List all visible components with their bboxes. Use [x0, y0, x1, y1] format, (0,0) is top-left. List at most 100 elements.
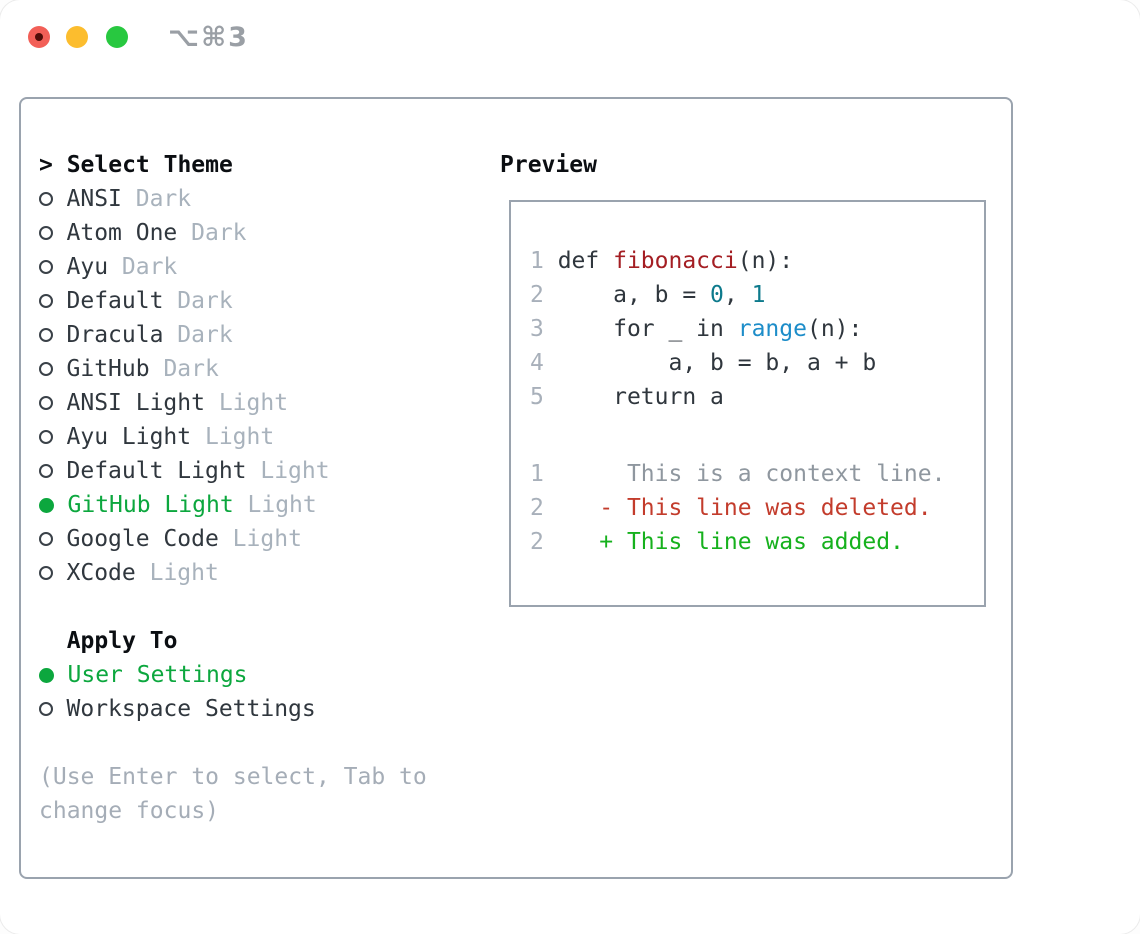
radio-icon: [39, 532, 53, 546]
select-theme-header: >Select Theme: [39, 148, 479, 182]
radio-icon: [39, 226, 53, 240]
apply-option-label: User Settings: [67, 662, 248, 688]
theme-name: Ayu Light: [66, 424, 192, 450]
theme-variant: Light: [135, 560, 219, 586]
theme-label: Atom One Dark: [67, 220, 247, 246]
zoom-button[interactable]: [106, 26, 128, 48]
theme-label: XCode Light: [67, 560, 219, 586]
theme-item-ansi[interactable]: ANSI Dark: [39, 182, 479, 216]
theme-name: Dracula: [66, 322, 164, 348]
theme-name: GitHub: [66, 356, 150, 382]
spacer: [511, 414, 984, 457]
theme-variant: Light: [204, 390, 289, 416]
theme-label: Ayu Dark: [67, 254, 178, 280]
code-segment-plain: return a: [557, 384, 724, 410]
diff-line: 2 - This line was deleted.: [511, 491, 984, 525]
theme-variant: Dark: [149, 356, 219, 382]
apply-option-user-settings[interactable]: User Settings: [39, 658, 479, 692]
titlebar: ⌥⌘3: [0, 0, 1140, 70]
theme-label: Default Dark: [67, 288, 233, 314]
theme-item-xcode[interactable]: XCode Light: [39, 556, 479, 590]
radio-icon: [39, 464, 53, 478]
code-segment-lnum: 1: [530, 461, 544, 487]
code-segment-plain: def: [557, 248, 614, 274]
theme-label: GitHub Dark: [67, 356, 219, 382]
code-segment-num: 1: [751, 282, 766, 308]
radio-icon: [39, 260, 53, 274]
theme-item-default[interactable]: Default Dark: [39, 284, 479, 318]
code-segment-plain: a, b =: [557, 282, 711, 308]
code-line: 1 def fibonacci(n):: [511, 244, 984, 278]
theme-variant: Dark: [177, 220, 247, 246]
code-segment-lnum: 5: [530, 384, 558, 410]
code-segment-plain: for _ in: [557, 316, 738, 342]
theme-item-google-code[interactable]: Google Code Light: [39, 522, 479, 556]
theme-label: Dracula Dark: [67, 322, 233, 348]
code-segment-add: + This line was added.: [543, 529, 904, 555]
minimize-button[interactable]: [66, 26, 88, 48]
theme-name: Default Light: [66, 458, 247, 484]
code-segment-lnum: 2: [530, 529, 544, 555]
theme-variant: Light: [233, 492, 317, 518]
diff-line: 1 This is a context line.: [511, 457, 984, 491]
theme-label: ANSI Light Light: [67, 390, 289, 416]
theme-item-github[interactable]: GitHub Dark: [39, 352, 479, 386]
radio-icon: [39, 702, 53, 716]
theme-name: Ayu: [66, 254, 109, 280]
code-segment-ctx: This is a context line.: [543, 461, 946, 487]
theme-label: Ayu Light Light: [67, 424, 275, 450]
code-segment-func: fibonacci: [613, 248, 738, 274]
apply-option-label: Workspace Settings: [66, 696, 316, 722]
code-line: 5 return a: [511, 380, 984, 414]
code-segment-lnum: 2: [530, 495, 544, 521]
theme-item-ayu[interactable]: Ayu Dark: [39, 250, 479, 284]
theme-name: Google Code: [66, 526, 219, 552]
theme-variant: Dark: [163, 322, 233, 348]
radio-icon: [39, 566, 53, 580]
theme-item-github-light[interactable]: GitHub Light Light: [39, 488, 479, 522]
theme-label: Google Code Light: [67, 526, 302, 552]
theme-variant: Light: [246, 458, 330, 484]
radio-selected-icon: [39, 667, 54, 683]
theme-label: ANSI Dark: [67, 186, 192, 212]
code-segment-del: - This line was deleted.: [543, 495, 932, 521]
code-segment-lnum: 2: [530, 282, 558, 308]
select-theme-title: Select Theme: [66, 152, 233, 178]
theme-variant: Light: [191, 424, 275, 450]
radio-icon: [39, 362, 53, 376]
close-button[interactable]: [28, 26, 50, 48]
theme-variant: Dark: [121, 186, 192, 212]
theme-item-default-light[interactable]: Default Light Light: [39, 454, 479, 488]
code-line: 3 for _ in range(n):: [511, 312, 984, 346]
theme-item-dracula[interactable]: Dracula Dark: [39, 318, 479, 352]
code-segment-num: 0: [710, 282, 724, 308]
theme-label: GitHub Light Light: [68, 492, 317, 518]
theme-name: GitHub Light: [67, 492, 234, 518]
code-segment-lnum: 1: [530, 248, 558, 274]
spacer: [39, 590, 479, 624]
keyboard-hint: (Use Enter to select, Tab to change focu…: [39, 764, 427, 824]
theme-name: ANSI: [66, 186, 122, 212]
code-line: 2 a, b = 0, 1: [511, 278, 984, 312]
theme-name: XCode: [66, 560, 136, 586]
theme-item-atom-one[interactable]: Atom One Dark: [39, 216, 479, 250]
radio-icon: [39, 294, 53, 308]
theme-item-ansi-light[interactable]: ANSI Light Light: [39, 386, 479, 420]
unsaved-dot-icon: [35, 33, 43, 41]
code-segment-plain: (n):: [737, 248, 794, 274]
theme-name: Default: [66, 288, 164, 314]
theme-name: ANSI Light: [66, 390, 205, 416]
code-segment-plain: ,: [723, 282, 752, 308]
radio-selected-icon: [39, 497, 54, 513]
apply-option-workspace-settings[interactable]: Workspace Settings: [39, 692, 479, 726]
theme-item-ayu-light[interactable]: Ayu Light Light: [39, 420, 479, 454]
radio-icon: [39, 430, 53, 444]
radio-icon: [39, 192, 53, 206]
theme-variant: Dark: [163, 288, 233, 314]
diff-line: 2 + This line was added.: [511, 525, 984, 559]
radio-icon: [39, 396, 53, 410]
